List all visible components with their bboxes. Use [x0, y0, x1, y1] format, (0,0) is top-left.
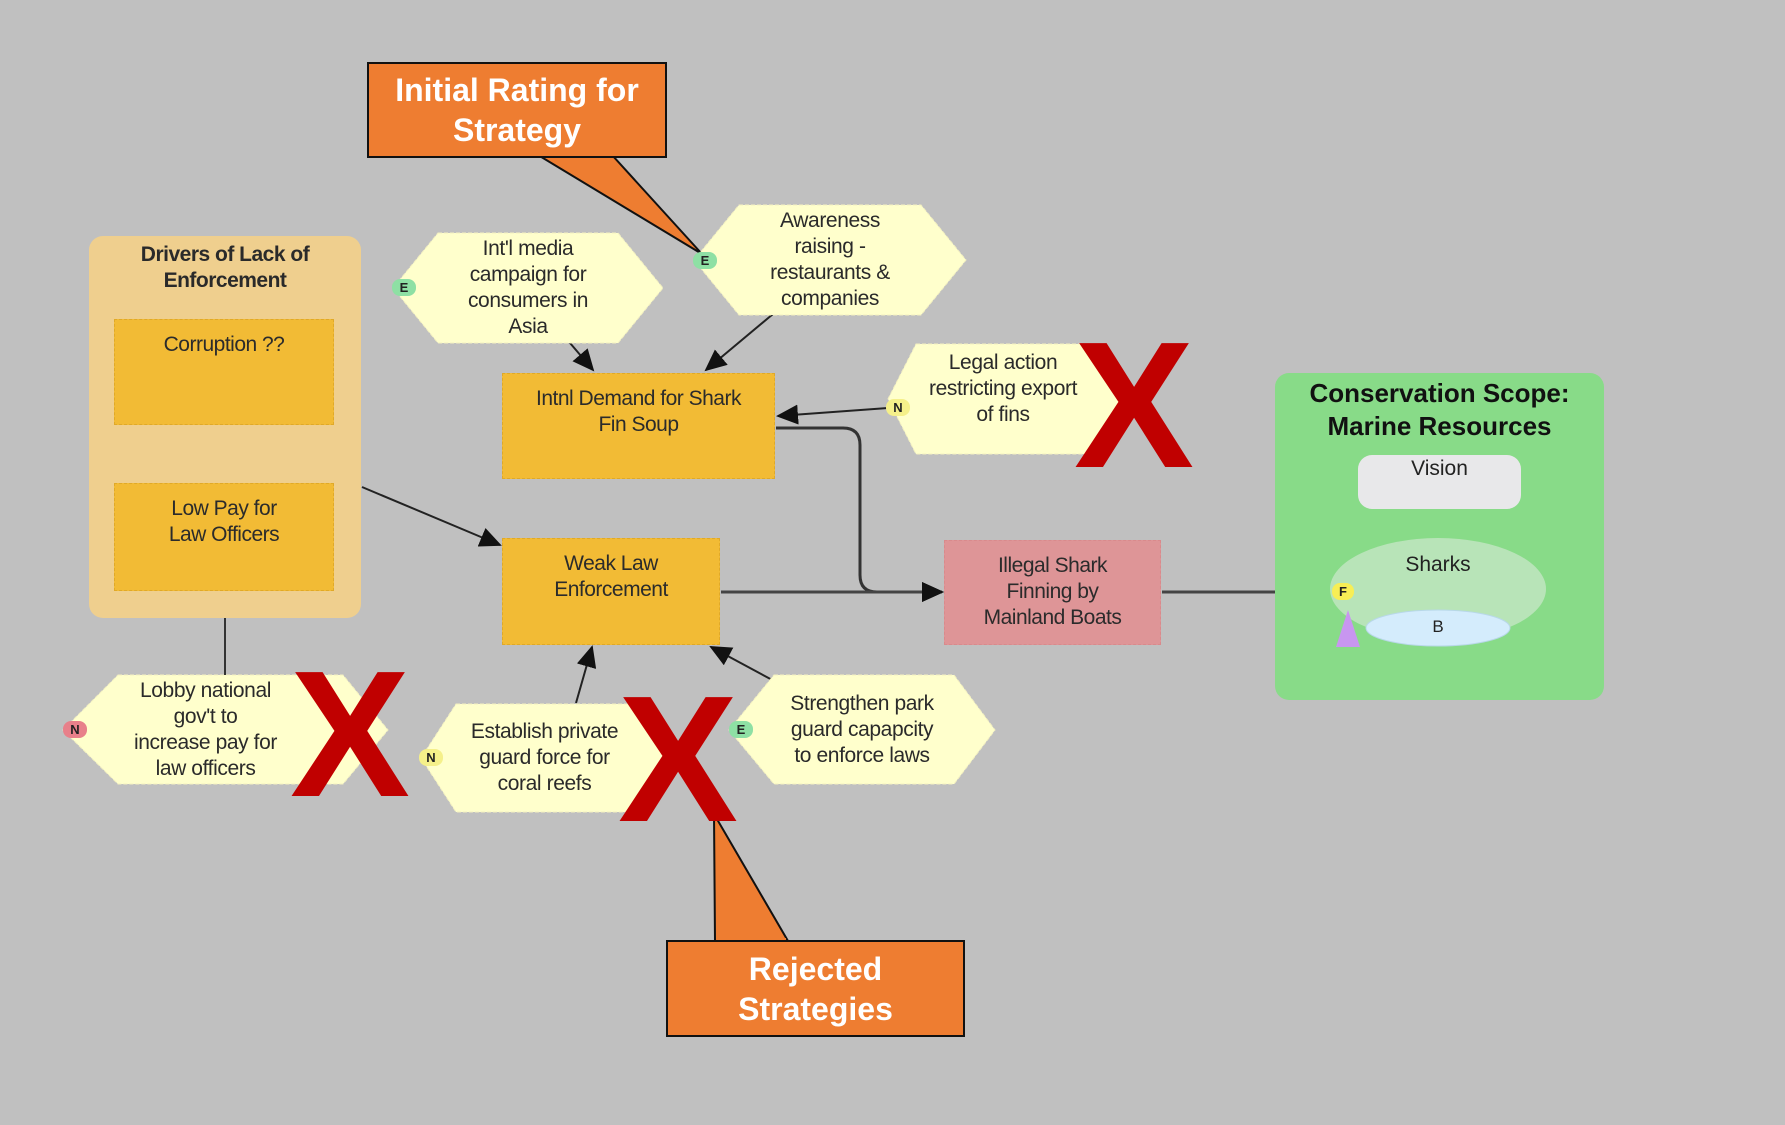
rating-badge: E [693, 252, 717, 269]
strategy-strengthen-label: Strengthen park guard capapcity to enfor… [790, 691, 934, 767]
target-b-ellipse [1365, 609, 1511, 647]
target-badge: F [1332, 583, 1354, 600]
rating-badge: E [392, 279, 416, 296]
factor-corruption-label: Corruption ?? [163, 333, 285, 356]
factor-low-pay[interactable]: Low Pay for Law Officers [114, 483, 334, 591]
factor-weak-law[interactable]: Weak Law Enforcement [502, 538, 720, 645]
link-drivers-to-weaklaw [361, 486, 502, 547]
strategy-establish-label: Establish private guard force for coral … [470, 720, 619, 795]
strategy-legal-action-label: Legal action restricting export of fins [928, 351, 1078, 426]
factor-intl-demand-label: Intnl Demand for Shark Fin Soup [536, 387, 741, 436]
target-sharks-label: Sharks [1405, 553, 1471, 576]
strategy-lobby-label: Lobby national gov't to increase pay for… [133, 678, 277, 780]
strategy-awareness-label: Awareness raising - restaurants & compan… [770, 209, 890, 310]
rating-badge: E [729, 721, 753, 738]
rejected-x-mark-icon: X [289, 634, 411, 835]
hexagon-shape [887, 343, 1129, 455]
factor-intl-demand[interactable]: Intnl Demand for Shark Fin Soup [502, 373, 775, 479]
vision-label: Vision [1411, 457, 1468, 480]
link-legal-to-demand [776, 404, 889, 425]
strategy-lobby[interactable]: Lobby national gov't to increase pay for… [62, 674, 389, 785]
link-media-to-demand [569, 342, 595, 372]
strategy-awareness[interactable]: Awareness raising - restaurants & compan… [693, 204, 967, 316]
drivers-group-title: Drivers of Lack of Enforcement [140, 243, 310, 292]
targets-graphic [1330, 538, 1546, 647]
rejected-x-mark-icon: X [617, 659, 739, 860]
factor-weak-law-label: Weak Law Enforcement [554, 552, 668, 601]
conservation-scope-title: Conservation Scope: Marine Resources [1309, 378, 1570, 441]
callout-initial-rating-text: Initial Rating for Strategy [395, 72, 639, 148]
threat-illegal-finning-label: Illegal Shark Finning by Mainland Boats [983, 554, 1122, 629]
strategy-intl-media[interactable]: Int'l media campaign for consumers in As… [392, 232, 664, 344]
rating-badge: N [886, 399, 910, 416]
factor-low-pay-label: Low Pay for Law Officers [168, 497, 280, 546]
callout-rejected: Rejected Strategies [666, 940, 965, 1037]
rating-badge: N [63, 721, 87, 738]
rating-badge: N [419, 749, 443, 766]
threat-illegal-finning[interactable]: Illegal Shark Finning by Mainland Boats [944, 540, 1161, 645]
link-awareness-to-demand [704, 313, 774, 372]
strategy-intl-media-label: Int'l media campaign for consumers in As… [467, 237, 589, 338]
key-attribute-triangle-icon [1336, 610, 1360, 647]
target-b-label: B [1432, 617, 1444, 636]
vision-box[interactable]: Vision [1358, 455, 1521, 509]
callout-initial-rating: Initial Rating for Strategy [367, 62, 667, 158]
link-establish-to-weaklaw [575, 645, 597, 704]
strategy-establish[interactable]: Establish private guard force for coral … [419, 703, 674, 813]
strategy-strengthen[interactable]: Strengthen park guard capapcity to enfor… [728, 674, 996, 785]
target-sharks-ellipse [1330, 538, 1546, 640]
callout-rejected-text: Rejected Strategies [738, 950, 893, 1027]
strategy-legal-action[interactable]: Legal action restricting export of fins … [886, 343, 1129, 455]
factor-corruption[interactable]: Corruption ?? [114, 319, 334, 425]
rejected-x-mark-icon: X [1073, 305, 1195, 506]
